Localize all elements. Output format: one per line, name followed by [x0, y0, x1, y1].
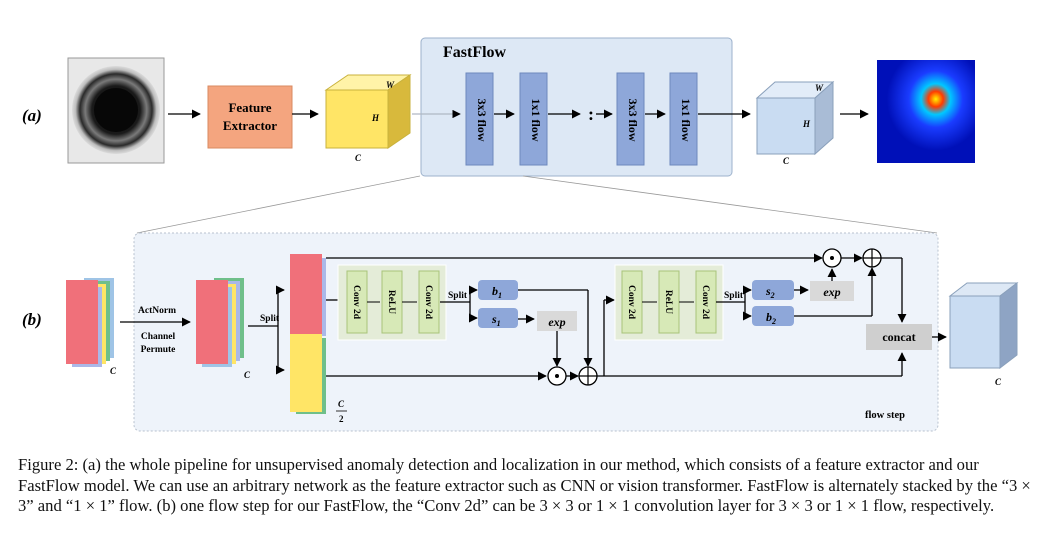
s1-label: s [491, 312, 497, 326]
conv2d-2b: Conv 2d [695, 270, 717, 334]
s2-box: s2 [752, 280, 794, 300]
channel-permute-line2: Permute [141, 345, 176, 355]
figure-caption: Figure 2: (a) the whole pipeline for uns… [18, 455, 1040, 517]
fastflow-container: FastFlow [420, 37, 733, 177]
fastflow-diagram: (a) Feature Extractor W H C FastFlow 3x3… [22, 37, 1019, 432]
input-tensor-stack: C [66, 278, 117, 376]
channel-permute-line1: Channel [141, 332, 176, 342]
svg-text:s2: s2 [765, 284, 775, 300]
conv2d-1a: Conv 2d [346, 270, 368, 334]
conv2d-1b-label: Conv 2d [423, 285, 433, 320]
caption-line-4: or 1 × 1 convolution layer for 3 × 3 or … [577, 496, 995, 515]
output-tensor-c: C [995, 377, 1002, 387]
relu-1: ReLU [381, 270, 403, 334]
odot-op-1 [547, 366, 567, 386]
exp-box-1: exp [537, 311, 577, 331]
flow-block-1x1-a: 1x1 flow [519, 72, 548, 166]
relu-1-label: ReLU [386, 290, 396, 314]
exp-2-label: exp [823, 285, 840, 299]
output-cube: W H C [755, 80, 835, 166]
input-image [67, 57, 165, 164]
split-label-3: Split [724, 291, 744, 301]
b1-label: b [492, 284, 498, 298]
zoom-line-right [522, 175, 938, 234]
flow-step-container [133, 232, 939, 432]
output-cube-h: H [802, 119, 811, 129]
svg-text:b2: b2 [766, 310, 776, 326]
oplus-op-2 [862, 248, 882, 268]
permuted-tensor-c: C [244, 370, 251, 380]
exp-box-2: exp [810, 281, 854, 301]
svg-text:s1: s1 [491, 312, 501, 328]
flow-block-3x3-a: 3x3 flow [465, 72, 494, 166]
s2-subscript: 2 [770, 291, 775, 300]
flow-block-3x3-b: 3x3 flow [616, 72, 645, 166]
conv2d-1b: Conv 2d [418, 270, 440, 334]
exp-1-label: exp [548, 315, 565, 329]
feature-cube-c: C [355, 153, 362, 163]
fastflow-title: FastFlow [443, 44, 507, 61]
flow-label-4: 1x1 flow [679, 99, 693, 142]
lower-half-tensor: C 2 [290, 334, 347, 424]
feature-extractor-line1: Feature [228, 100, 271, 115]
s1-subscript: 1 [497, 319, 501, 328]
input-tensor-c: C [110, 366, 117, 376]
flow-step-label: flow step [865, 410, 905, 421]
split-label-2: Split [448, 291, 468, 301]
relu-2: ReLU [658, 270, 680, 334]
flow-block-1x1-b: 1x1 flow [669, 72, 698, 166]
b2-subscript: 2 [771, 317, 776, 326]
flow-label-3: 3x3 flow [626, 99, 640, 142]
b2-label: b [766, 310, 772, 324]
b1-subscript: 1 [498, 291, 502, 300]
output-cube-w: W [815, 83, 824, 93]
panel-b-label: (b) [22, 310, 42, 329]
feature-extractor-box: Feature Extractor [207, 85, 293, 149]
anomaly-heatmap [877, 60, 975, 163]
concat-label: concat [882, 330, 915, 344]
split-label-1: Split [260, 314, 280, 324]
zoom-line-left [136, 175, 421, 234]
b1-box: b1 [478, 280, 518, 300]
relu-2-label: ReLU [663, 290, 673, 314]
oplus-op-1 [578, 366, 598, 386]
actnorm-label: ActNorm [138, 306, 176, 316]
half-c-numerator: C [338, 399, 345, 409]
feature-cube-h: H [371, 113, 380, 123]
output-cube-c: C [783, 156, 790, 166]
s1-box: s1 [478, 308, 518, 328]
concat-box: concat [866, 324, 932, 350]
odot-op-2 [822, 248, 842, 268]
b2-box: b2 [752, 306, 794, 326]
flow-label-2: 1x1 flow [529, 99, 543, 142]
output-tensor-cube: C [948, 281, 1019, 387]
feature-extractor-line2: Extractor [223, 118, 277, 133]
conv2d-2b-label: Conv 2d [700, 285, 710, 320]
conv2d-2a: Conv 2d [621, 270, 643, 334]
svg-text:b1: b1 [492, 284, 502, 300]
feature-cube: W H C [324, 74, 412, 163]
s2-label: s [765, 284, 771, 298]
upper-half-tensor [290, 254, 326, 336]
caption-line-2: extractor and our FastFlow model. We can… [18, 455, 979, 495]
conv2d-1a-label: Conv 2d [351, 285, 361, 320]
flow-label-1: 3x3 flow [475, 99, 489, 142]
caption-line-1: Figure 2: (a) the whole pipeline for uns… [18, 455, 862, 474]
half-c-denominator: 2 [339, 414, 344, 424]
caption-line-3: FastFlow is alternately stacked by the “… [18, 475, 1031, 516]
permuted-tensor-stack: C [196, 278, 251, 380]
flow-ellipsis: : [588, 104, 594, 124]
conv2d-2a-label: Conv 2d [626, 285, 636, 320]
panel-a-label: (a) [22, 106, 42, 125]
feature-cube-w: W [386, 80, 395, 90]
